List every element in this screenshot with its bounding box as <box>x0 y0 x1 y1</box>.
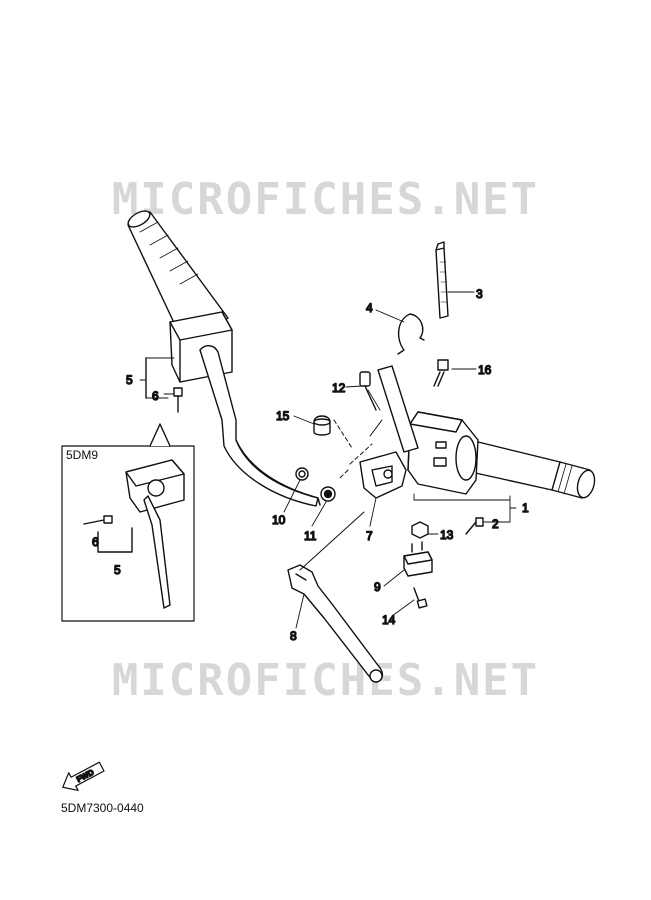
callout-5: 5 <box>126 373 133 387</box>
inset-box <box>61 423 195 622</box>
right-grip <box>461 439 596 499</box>
screw-16 <box>433 359 449 387</box>
callout-labels: 1 2 3 4 5 6 7 8 9 10 11 12 13 14 15 16 6… <box>91 286 529 643</box>
callout-16: 16 <box>478 363 492 377</box>
callout-15: 15 <box>276 409 290 423</box>
leader-lines <box>139 291 517 629</box>
cable-tie-3 <box>435 241 449 319</box>
callout-2: 2 <box>492 517 499 531</box>
bolt-6 <box>173 387 183 413</box>
fwd-arrow-icon: FWD <box>62 761 105 792</box>
lever-holder-7 <box>359 451 407 499</box>
screw-2 <box>465 517 484 535</box>
callout-4: 4 <box>366 301 373 315</box>
nut-13 <box>411 521 429 539</box>
callout-7: 7 <box>366 529 373 543</box>
plug-15 <box>313 415 331 436</box>
screw-14 <box>413 587 428 609</box>
callout-10: 10 <box>272 513 286 527</box>
inset-callout-6: 6 <box>92 535 99 549</box>
left-lever <box>199 345 321 507</box>
watermark-bottom: MICROFICHES.NET <box>111 655 540 706</box>
left-grip <box>127 210 229 345</box>
screw-12 <box>359 371 381 411</box>
callout-13: 13 <box>440 528 454 542</box>
callout-12: 12 <box>332 381 346 395</box>
clip-4 <box>397 313 425 355</box>
inset-callout-5: 5 <box>114 563 121 577</box>
callout-11: 11 <box>304 529 317 543</box>
adjuster-11 <box>320 486 336 502</box>
callout-8: 8 <box>290 629 297 643</box>
handlebar-tube <box>377 365 419 453</box>
drawing-code: 5DM7300-0440 <box>61 801 144 815</box>
callout-3: 3 <box>476 287 483 301</box>
right-switch-housing <box>407 411 479 495</box>
inset-label: 5DM9 <box>66 448 99 462</box>
switch-9 <box>403 541 433 577</box>
callout-9: 9 <box>374 580 381 594</box>
callout-6: 6 <box>152 389 159 403</box>
watermark-top: MICROFICHES.NET <box>111 174 540 225</box>
adjuster-10 <box>295 467 309 481</box>
callout-14: 14 <box>382 613 396 627</box>
callout-1: 1 <box>522 501 529 515</box>
lever-8 <box>287 564 384 683</box>
